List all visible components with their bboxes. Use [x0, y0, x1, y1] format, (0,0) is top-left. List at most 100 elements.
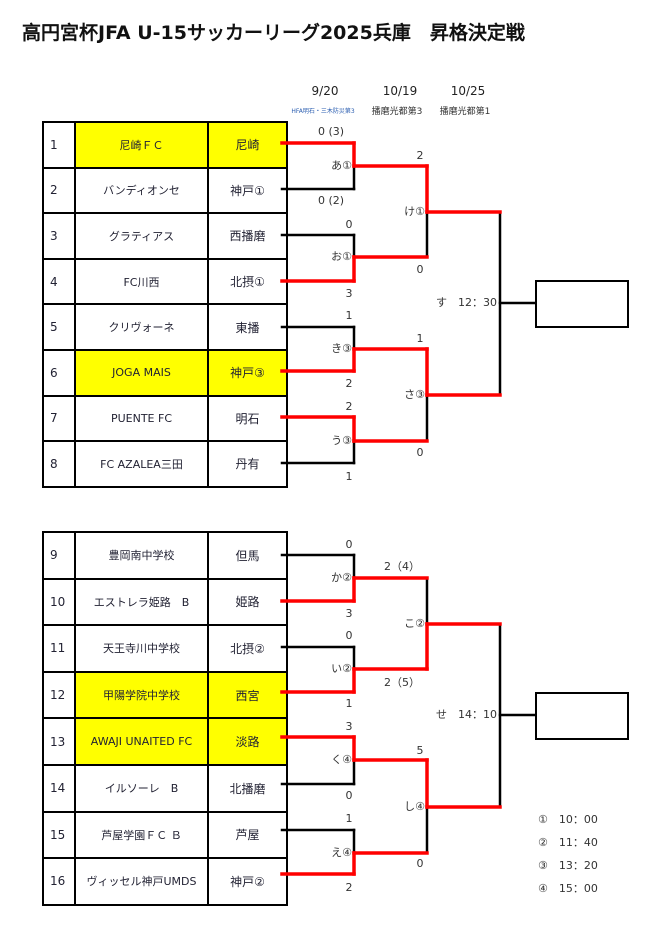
score: 3 — [345, 607, 353, 620]
score: 0 — [345, 629, 353, 642]
winner-box-top — [535, 280, 629, 328]
team-name: エストレラ姫路 B — [74, 577, 209, 627]
team-number: 12 — [42, 670, 76, 720]
winner-box-bottom — [535, 692, 629, 740]
team-region: 神戸③ — [207, 348, 288, 397]
match-label: こ② — [404, 617, 425, 631]
team-name: グラティアス — [74, 212, 209, 260]
team-number: 15 — [42, 810, 76, 860]
score: 1 — [345, 812, 353, 825]
team-name: クリヴォーネ — [74, 303, 209, 351]
round1-venue: HFA明石・三木防災第3 — [291, 108, 355, 115]
team-region: 北摂② — [207, 624, 288, 673]
team-name: PUENTE FC — [74, 394, 209, 443]
team-name: 芦屋学園ＦＣ Ｂ — [74, 810, 209, 860]
score: 0 (3) — [317, 125, 345, 138]
team-region: 東播 — [207, 303, 288, 351]
score: 1 — [345, 309, 353, 322]
team-number: 1 — [42, 121, 76, 169]
team-number: 5 — [42, 303, 76, 351]
team-region: 北摂① — [207, 257, 288, 306]
team-number: 6 — [42, 348, 76, 397]
match-label: け① — [404, 205, 425, 219]
match-label: あ① — [331, 159, 352, 173]
match-label: い② — [331, 662, 352, 676]
team-number: 7 — [42, 394, 76, 443]
team-name: ヴィッセル神戸UMDS — [74, 857, 209, 906]
final-label: す 12：30 — [436, 296, 497, 309]
round3-date: 10/25 — [450, 84, 486, 98]
score: 0 (2) — [317, 194, 345, 207]
team-name: 尼崎ＦＣ — [74, 121, 209, 169]
team-region: 芦屋 — [207, 810, 288, 860]
score: 1 — [345, 697, 353, 710]
team-region: 淡路 — [207, 717, 288, 766]
team-name: 天王寺川中学校 — [74, 624, 209, 673]
match-label: し④ — [404, 800, 425, 814]
team-number: 13 — [42, 717, 76, 766]
legend-time-2: ② 11：40 — [538, 836, 598, 849]
team-name: 豊岡南中学校 — [74, 531, 209, 580]
round2-venue: 播磨光都第3 — [371, 107, 423, 117]
score: 2（4） — [384, 560, 420, 573]
team-name: FC AZALEA三田 — [74, 440, 209, 488]
match-label: か② — [331, 571, 352, 585]
score: 2 — [345, 881, 353, 894]
legend-time-1: ① 10：00 — [538, 813, 598, 826]
team-number: 9 — [42, 531, 76, 580]
match-label: お① — [331, 250, 352, 264]
team-number: 2 — [42, 166, 76, 215]
score: 2 — [345, 400, 353, 413]
team-region: 北播磨 — [207, 763, 288, 813]
team-number: 4 — [42, 257, 76, 306]
match-label: う③ — [331, 434, 352, 448]
score: 1 — [345, 470, 353, 483]
page-title: 高円宮杯JFA U-15サッカーリーグ2025兵庫 昇格決定戦 — [22, 22, 525, 44]
team-region: 但馬 — [207, 531, 288, 580]
team-region: 明石 — [207, 394, 288, 443]
team-region: 神戸② — [207, 857, 288, 906]
legend-time-3: ③ 13：20 — [538, 859, 598, 872]
score: 1 — [416, 332, 424, 345]
team-number: 11 — [42, 624, 76, 673]
team-number: 3 — [42, 212, 76, 260]
team-region: 西宮 — [207, 670, 288, 720]
score: 2（5） — [384, 676, 420, 689]
team-region: 神戸① — [207, 166, 288, 215]
score: 0 — [345, 538, 353, 551]
team-region: 西播磨 — [207, 212, 288, 260]
final-label: せ 14：10 — [436, 708, 497, 721]
score: 0 — [416, 263, 424, 276]
team-region: 丹有 — [207, 440, 288, 488]
score: 3 — [345, 287, 353, 300]
team-region: 尼崎 — [207, 121, 288, 169]
team-name: AWAJI UNAITED FC — [74, 717, 209, 766]
round2-date: 10/19 — [382, 84, 418, 98]
team-name: FC川西 — [74, 257, 209, 306]
round1-date: 9/20 — [311, 84, 339, 98]
team-number: 8 — [42, 440, 76, 488]
score: 0 — [416, 857, 424, 870]
match-label: く④ — [331, 753, 352, 767]
score: 0 — [416, 446, 424, 459]
team-name: バンディオンセ — [74, 166, 209, 215]
score: 0 — [345, 218, 353, 231]
match-label: え④ — [331, 846, 352, 860]
